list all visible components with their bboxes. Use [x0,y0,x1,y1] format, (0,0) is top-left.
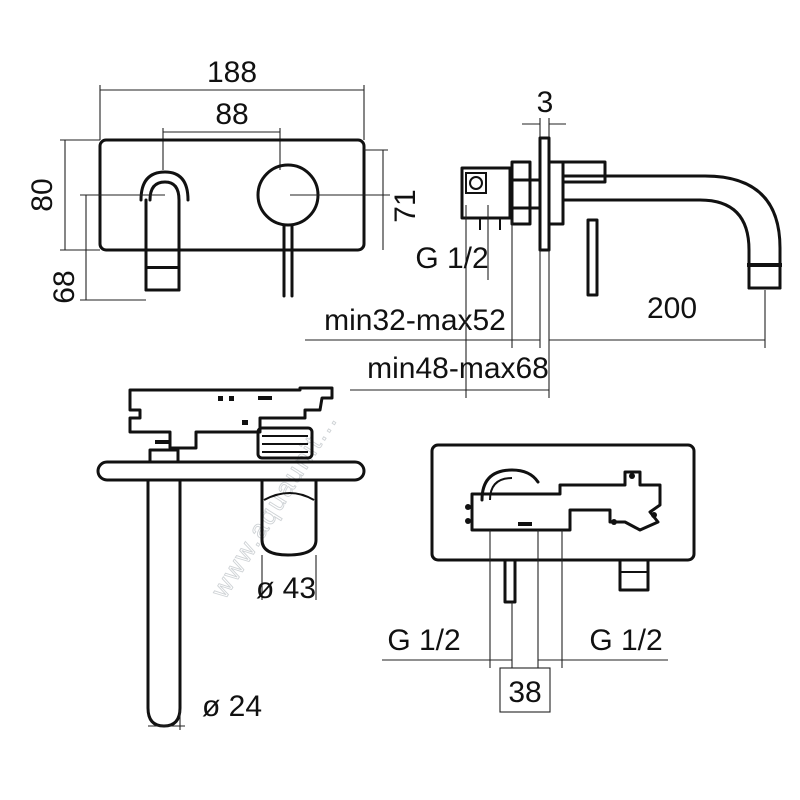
cartridge [256,426,314,460]
dim-wall-range-1: min32-max52 [324,304,506,337]
handle-side [586,218,599,297]
dim-68: 68 [48,270,81,303]
front-view: 188 88 80 68 [26,56,422,304]
mixer-body [470,470,662,532]
plate-section [96,460,366,482]
spout-section [146,478,182,728]
side-view: 3 [305,86,782,398]
back-view: G 1/2 G 1/2 38 [382,443,696,713]
handle-section [260,478,318,557]
handle-front [256,163,320,298]
outlet-right [618,558,650,592]
dim-dia-24: ø 24 [202,690,262,723]
dim-thread-right: G 1/2 [589,624,662,657]
dim-200: 200 [647,292,697,325]
dim-wall-range-2: min48-max68 [367,352,549,385]
in-wall-body [460,160,565,230]
dim-thread-top: G 1/2 [415,242,488,275]
spout-front [139,170,190,292]
spout-side [561,160,782,290]
dim-71: 71 [389,189,422,222]
dim-38: 38 [508,676,541,709]
dim-188: 188 [207,56,257,89]
dim-3: 3 [537,86,554,119]
section-view: ø 43 ø 24 [96,386,366,730]
back-plate [430,443,696,562]
dim-88: 88 [215,98,248,131]
dim-thread-left: G 1/2 [387,624,460,657]
body-section [128,386,334,450]
outlet-left [503,558,517,604]
dim-dia-43: ø 43 [256,572,316,605]
dim-80: 80 [26,178,59,211]
dim-box-38 [499,667,551,713]
